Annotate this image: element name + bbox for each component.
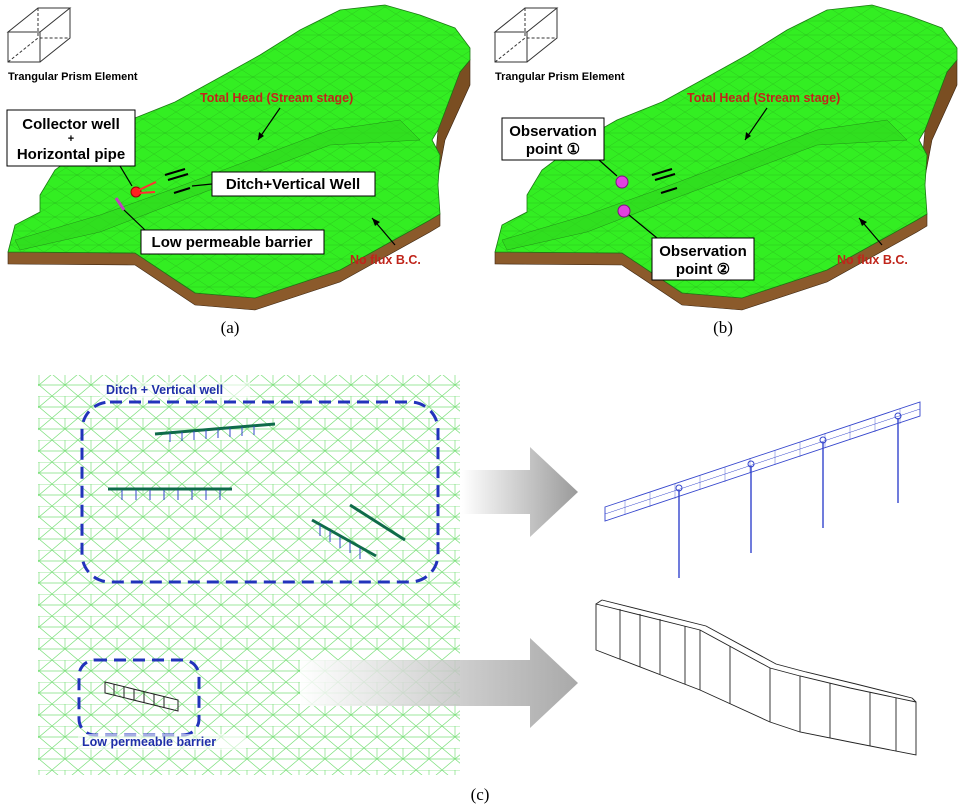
ditch-1 <box>154 422 276 442</box>
collector-well-box <box>6 109 136 167</box>
obs1-line1: Observation <box>509 123 597 140</box>
prism-element-icon <box>6 7 72 63</box>
no-flux-label: No flux B.C. <box>350 253 421 267</box>
ditch-markers <box>651 168 678 194</box>
mesh-background <box>38 375 460 775</box>
collector-line2: + <box>68 133 74 145</box>
barrier-label-box <box>140 229 325 255</box>
total-head-label: Total Head (Stream stage) <box>200 91 353 105</box>
arrow-barrier <box>300 638 578 728</box>
panel-b: Trangular Prism Element Total Head (Stre… <box>493 4 958 337</box>
barrier-3d-detail <box>595 599 917 756</box>
barrier-marker <box>114 197 126 211</box>
observation-point-2-box <box>651 237 755 281</box>
collector-line1: Collector well <box>22 116 120 133</box>
caption-a: (a) <box>221 318 240 337</box>
ditch-highlight-box <box>80 400 440 584</box>
total-head-label: Total Head (Stream stage) <box>687 91 840 105</box>
prism-element-icon <box>493 7 559 63</box>
barrier-highlight-box <box>77 658 201 737</box>
ditch-markers <box>164 168 191 194</box>
element-label: Trangular Prism Element <box>8 71 138 83</box>
obs2-line2: point ② <box>676 261 730 278</box>
obs1-line2: point ① <box>526 141 580 158</box>
no-flux-label: No flux B.C. <box>837 253 908 267</box>
ditch-label-box <box>211 171 376 197</box>
caption-b: (b) <box>713 318 733 337</box>
caption-c: (c) <box>471 785 490 804</box>
panel-c: Ditch + Vertical well <box>38 375 921 804</box>
barrier-label: Low permeable barrier <box>152 234 313 251</box>
arrow-ditch <box>462 447 578 537</box>
element-label: Trangular Prism Element <box>495 71 625 83</box>
panel-a: Trangular Prism Element Total Head (Stre… <box>6 4 471 337</box>
obs2-line1: Observation <box>659 243 747 260</box>
barrier-mesh <box>104 681 179 712</box>
collector-line3: Horizontal pipe <box>17 146 125 163</box>
ditch-2 <box>108 487 232 500</box>
ditch-vertical-well-label: Ditch + Vertical well <box>106 383 223 397</box>
stream-mesh <box>501 119 908 251</box>
observation-point-1-marker <box>615 175 629 189</box>
low-permeable-barrier-label: Low permeable barrier <box>82 735 216 749</box>
collector-well-marker <box>130 186 142 198</box>
observation-point-1-box <box>501 117 605 161</box>
ditch-label: Ditch+Vertical Well <box>226 176 360 193</box>
observation-point-2-marker <box>617 204 631 218</box>
ditch-well-3d-detail <box>604 401 921 578</box>
ditch-3 <box>311 503 406 559</box>
